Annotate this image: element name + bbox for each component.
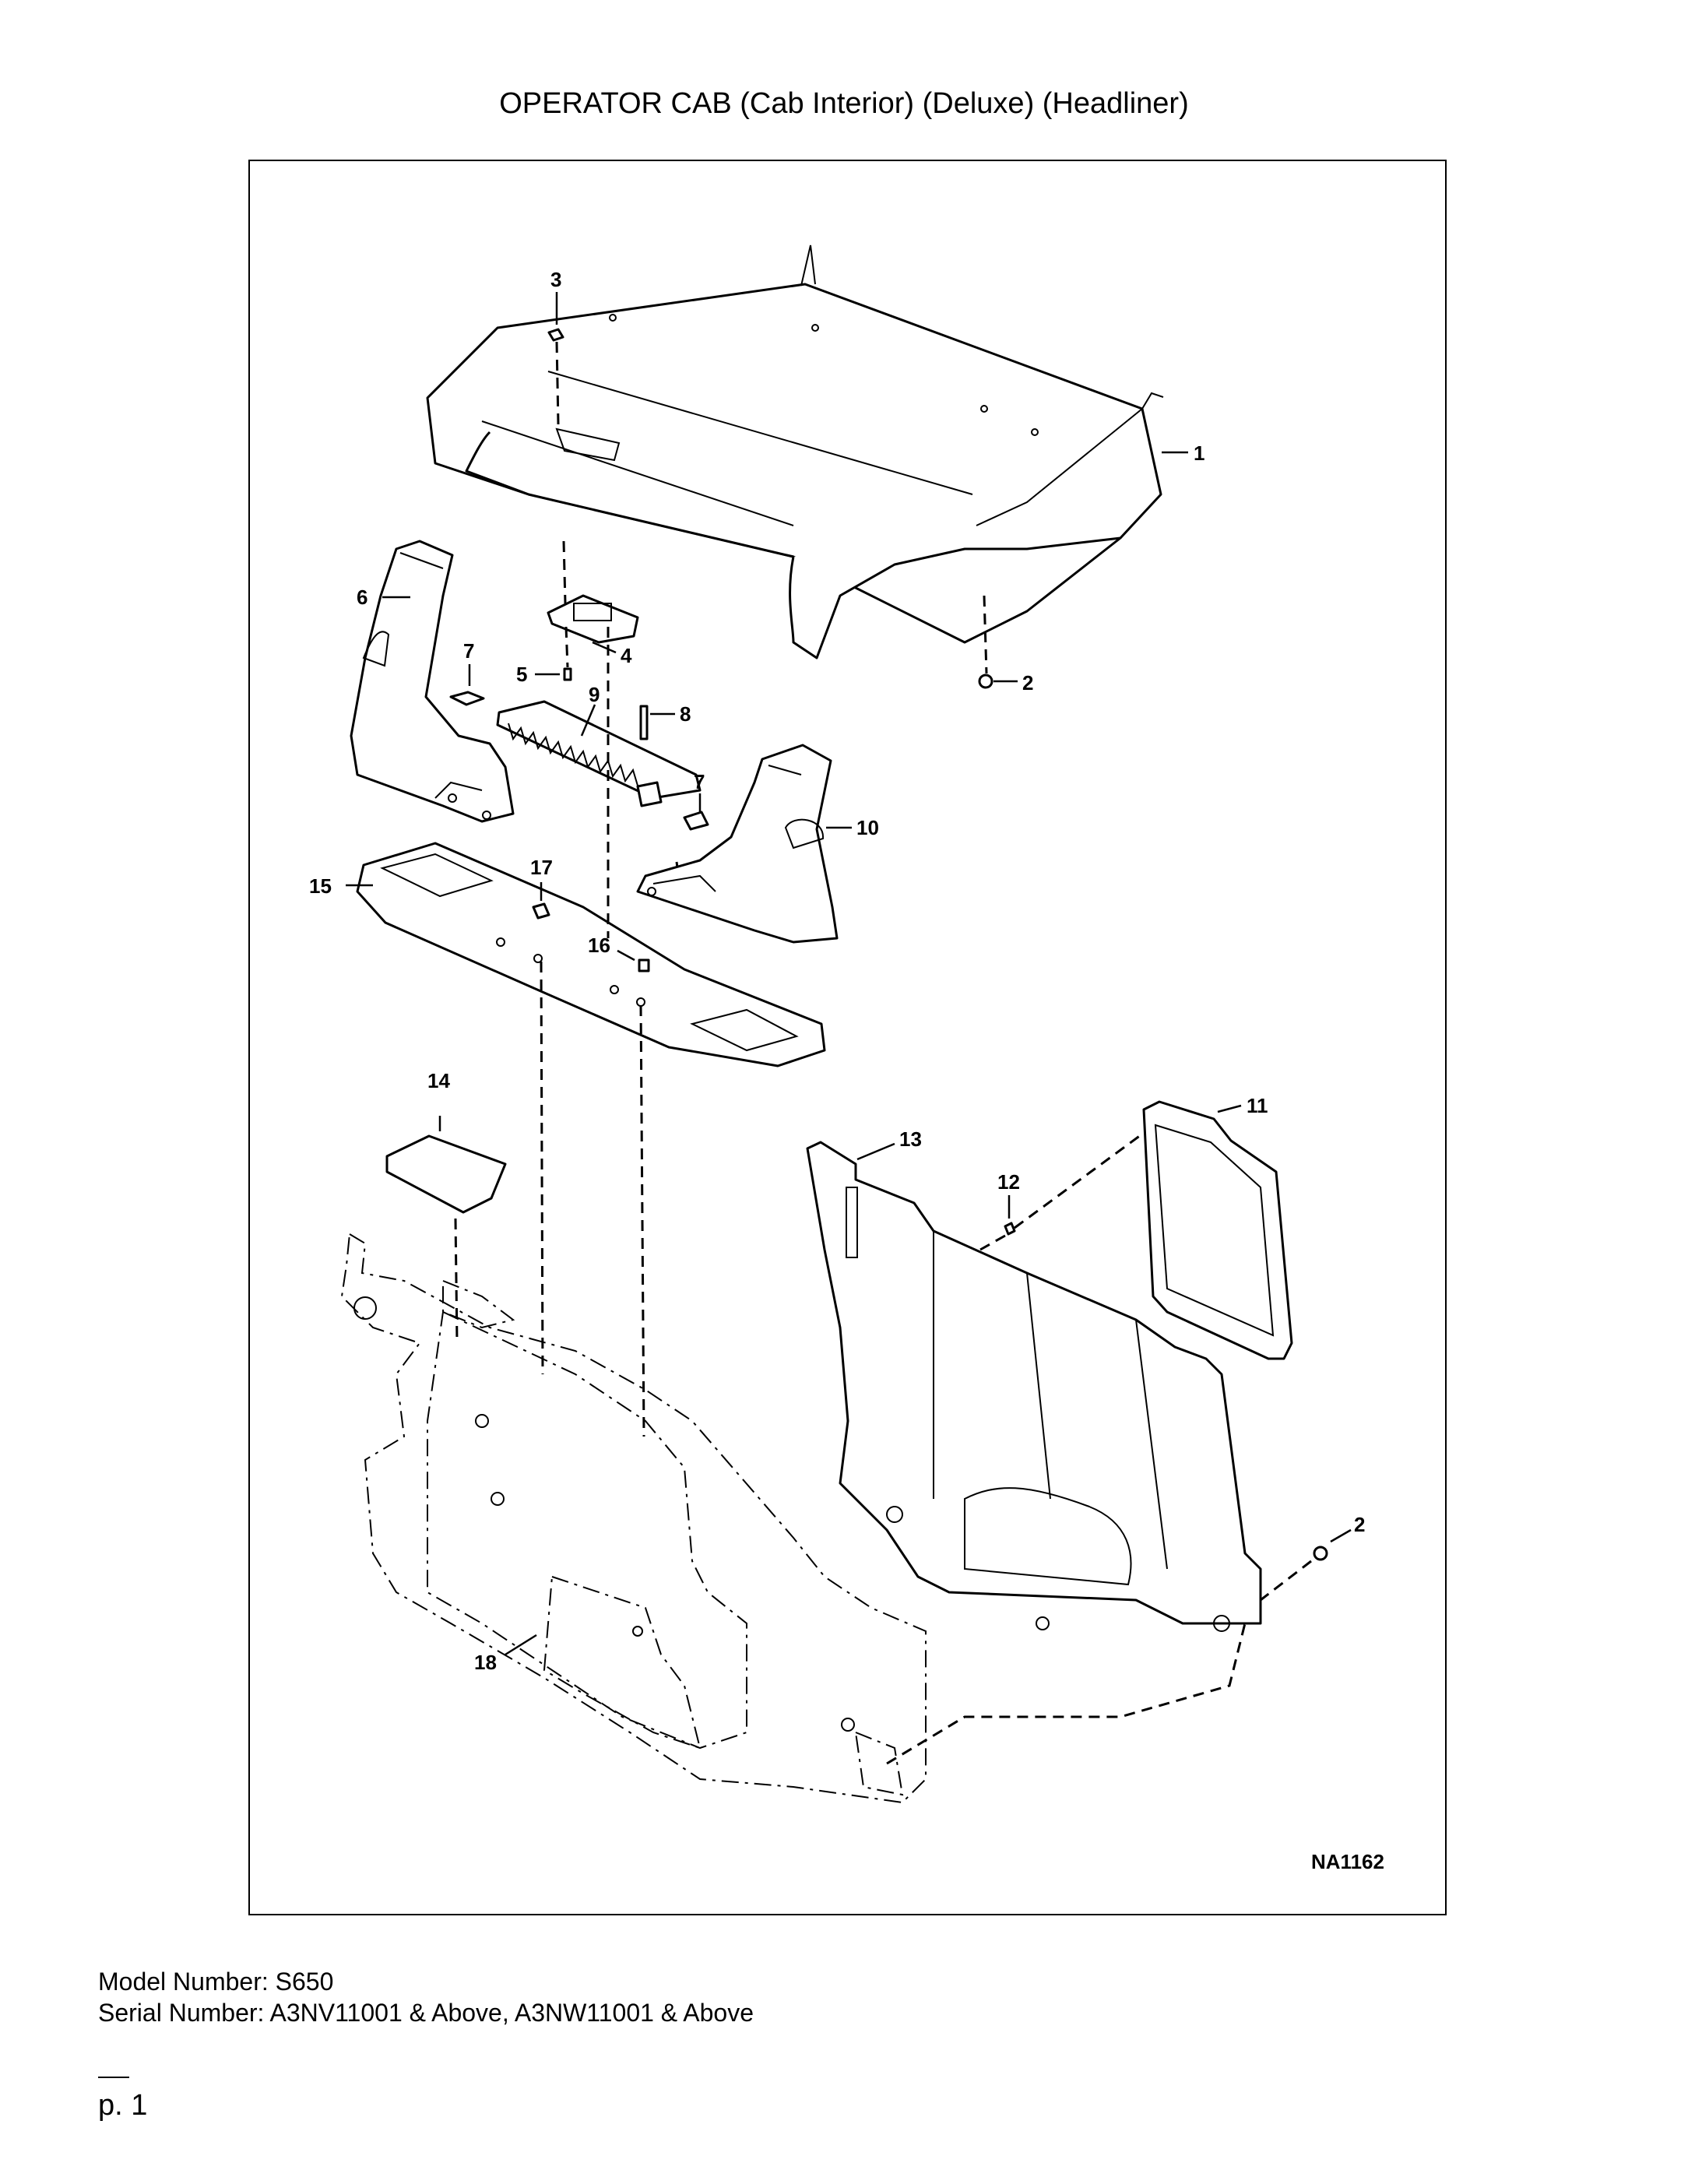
- alignment-lines: [454, 627, 645, 1437]
- callout-7-right: 7: [694, 770, 705, 793]
- callout-8: 8: [680, 702, 691, 726]
- callout-10: 10: [856, 816, 879, 839]
- callout-11: 11: [1247, 1094, 1268, 1117]
- callout-12: 12: [997, 1170, 1020, 1194]
- callout-3: 3: [550, 268, 561, 291]
- nut-part-16: [638, 958, 650, 972]
- vent-bracket-part-9: [496, 700, 702, 807]
- left-trim-post-part-6: [350, 540, 515, 823]
- callout-6: 6: [357, 586, 367, 609]
- cab-floor-pan-part-18: [340, 1233, 1050, 1804]
- headliner-part: [426, 244, 1164, 659]
- callout-7-left: 7: [463, 639, 474, 663]
- fastener-part-2-bottom: [1260, 1546, 1328, 1602]
- callout-18: 18: [474, 1651, 497, 1674]
- callout-2-top: 2: [1022, 671, 1033, 695]
- callout-13: 13: [899, 1127, 922, 1151]
- right-trim-post-part-10: [636, 744, 839, 944]
- page-number: p. 1: [98, 2089, 148, 2122]
- fastener-part-12: [979, 1131, 1145, 1251]
- callout-9: 9: [589, 683, 600, 706]
- callout-5: 5: [516, 663, 527, 686]
- page-number-rule: [98, 2077, 129, 2078]
- callout-14: 14: [427, 1069, 450, 1092]
- diagram-frame: [248, 160, 1447, 1915]
- callout-15: 15: [309, 874, 332, 898]
- fastener-part-2-top: [978, 595, 993, 689]
- callout-leaders: [346, 292, 1352, 1656]
- clip-part-7-left: [449, 691, 485, 706]
- callout-1: 1: [1194, 441, 1204, 465]
- floor-trim-plate-part-15: [356, 842, 826, 1067]
- callout-2-bottom: 2: [1354, 1513, 1365, 1536]
- callout-16: 16: [588, 934, 610, 957]
- nut-part-17: [532, 902, 550, 920]
- dome-light-part-4: [547, 540, 639, 668]
- side-window-panel-part-11: [1142, 1100, 1293, 1360]
- callout-17: 17: [530, 856, 553, 879]
- exploded-parts-diagram: 1 2 3 4 5 6 7 8 9 10 7 11 12 13 14 15 16…: [309, 244, 1384, 1873]
- serial-number: Serial Number: A3NV11001 & Above, A3NW11…: [98, 1999, 754, 2027]
- callout-labels: 1 2 3 4 5 6 7 8 9 10 7 11 12 13 14 15 16…: [309, 268, 1365, 1674]
- drawing-code: NA1162: [1311, 1850, 1384, 1873]
- plug-part-3: [547, 328, 564, 425]
- side-console-part-13: [806, 1141, 1262, 1632]
- console-link-line: [886, 1623, 1247, 1765]
- screw-part-5: [563, 667, 572, 681]
- pad-part-14: [385, 1134, 507, 1214]
- callout-4: 4: [621, 644, 632, 667]
- page-title: OPERATOR CAB (Cab Interior) (Deluxe) (He…: [499, 87, 1189, 120]
- model-number: Model Number: S650: [98, 1968, 334, 1996]
- fastener-part-8: [639, 705, 649, 740]
